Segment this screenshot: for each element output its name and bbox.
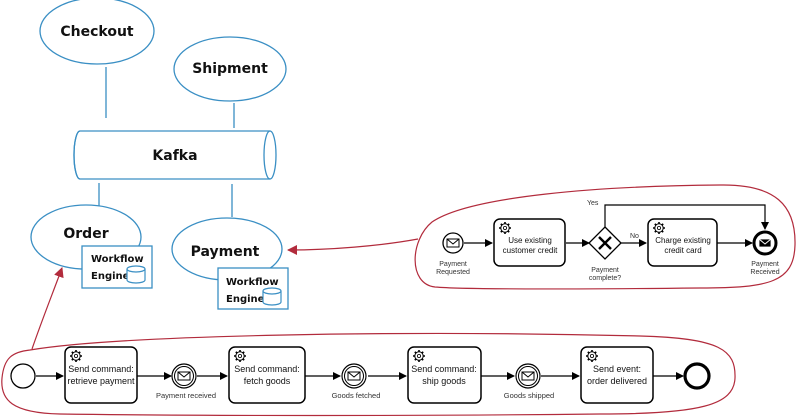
envelope-icon: [177, 371, 191, 381]
order-service: Order Workflow Engine: [30, 204, 153, 289]
payment-engine-line1: Workflow: [226, 277, 279, 288]
payment-received-end-event: [752, 230, 778, 256]
task-card-line1: Charge existing: [655, 236, 711, 245]
no-label: No: [630, 233, 639, 240]
task-card-line2: credit card: [664, 246, 701, 255]
order-engine-line2: Engine: [91, 271, 130, 282]
payment-received-line1: Payment: [751, 261, 779, 268]
task-ship-goods: Send command: ship goods: [407, 346, 482, 404]
task-use-existing-credit: Use existing customer credit: [493, 218, 566, 267]
task-retrieve-payment: Send command: retrieve payment: [64, 346, 138, 404]
task3-line2: ship goods: [422, 376, 466, 386]
payment-requested-start-event: [442, 232, 464, 254]
order-link-arrow: [31, 267, 64, 350]
task-credit-line2: customer credit: [503, 246, 558, 255]
task-order-delivered: Send event: order delivered: [580, 346, 654, 404]
payment-received-event: [171, 363, 197, 389]
payment-label: Payment: [191, 244, 260, 260]
payment-workflow-engine: Workflow Engine: [217, 267, 289, 310]
goods-fetched-event: [341, 363, 367, 389]
payment-database-icon: [262, 287, 282, 306]
payment-flow: [464, 204, 769, 247]
gateway-label-line2: complete?: [589, 275, 621, 282]
order-database-icon: [126, 265, 146, 284]
shipment-service: Shipment: [173, 36, 287, 102]
task1-line1: Send command:: [68, 364, 134, 374]
envelope-icon: [347, 371, 361, 381]
payment-process-group: [414, 184, 796, 290]
task-credit-line1: Use existing: [508, 236, 552, 245]
checkout-service: Checkout: [39, 0, 155, 65]
payment-received-line2: Received: [750, 269, 779, 276]
payment-engine-line2: Engine: [226, 294, 265, 305]
task2-line2: fetch goods: [244, 376, 291, 386]
event1-label: Payment received: [156, 391, 216, 400]
kafka-label: Kafka: [152, 148, 197, 164]
shipment-label: Shipment: [192, 61, 268, 77]
order-engine-line1: Workflow: [91, 254, 144, 265]
payment-complete-gateway: [588, 226, 622, 260]
envelope-filled-icon: [758, 238, 772, 248]
order-label: Order: [63, 226, 108, 242]
order-workflow-engine: Workflow Engine: [81, 245, 153, 289]
payment-requested-line1: Payment: [439, 261, 467, 268]
task4-line1: Send event:: [593, 364, 641, 374]
task-fetch-goods: Send command: fetch goods: [228, 346, 306, 404]
order-process-group: [1, 332, 736, 417]
event3-label: Goods shipped: [504, 391, 554, 400]
x-mark-icon: [598, 236, 612, 250]
task3-line1: Send command:: [411, 364, 477, 374]
task2-line1: Send command:: [234, 364, 300, 374]
payment-service: Payment Workflow Engine: [171, 217, 289, 310]
task1-line2: retrieve payment: [67, 376, 135, 386]
goods-shipped-event: [515, 363, 541, 389]
gateway-label-line1: Payment: [591, 267, 619, 274]
envelope-icon: [446, 238, 460, 248]
order-end-event: [683, 362, 711, 390]
payment-link-arrow: [287, 238, 419, 255]
task-charge-credit-card: Charge existing credit card: [647, 218, 718, 267]
task4-line2: order delivered: [587, 376, 647, 386]
yes-label: Yes: [587, 200, 599, 207]
envelope-icon: [521, 371, 535, 381]
checkout-label: Checkout: [60, 24, 134, 40]
order-start-event: [10, 363, 36, 389]
kafka-bus: Kafka: [73, 130, 277, 180]
connector-lines: [98, 67, 235, 217]
event2-label: Goods fetched: [332, 391, 381, 400]
payment-requested-line2: Requested: [436, 269, 470, 276]
